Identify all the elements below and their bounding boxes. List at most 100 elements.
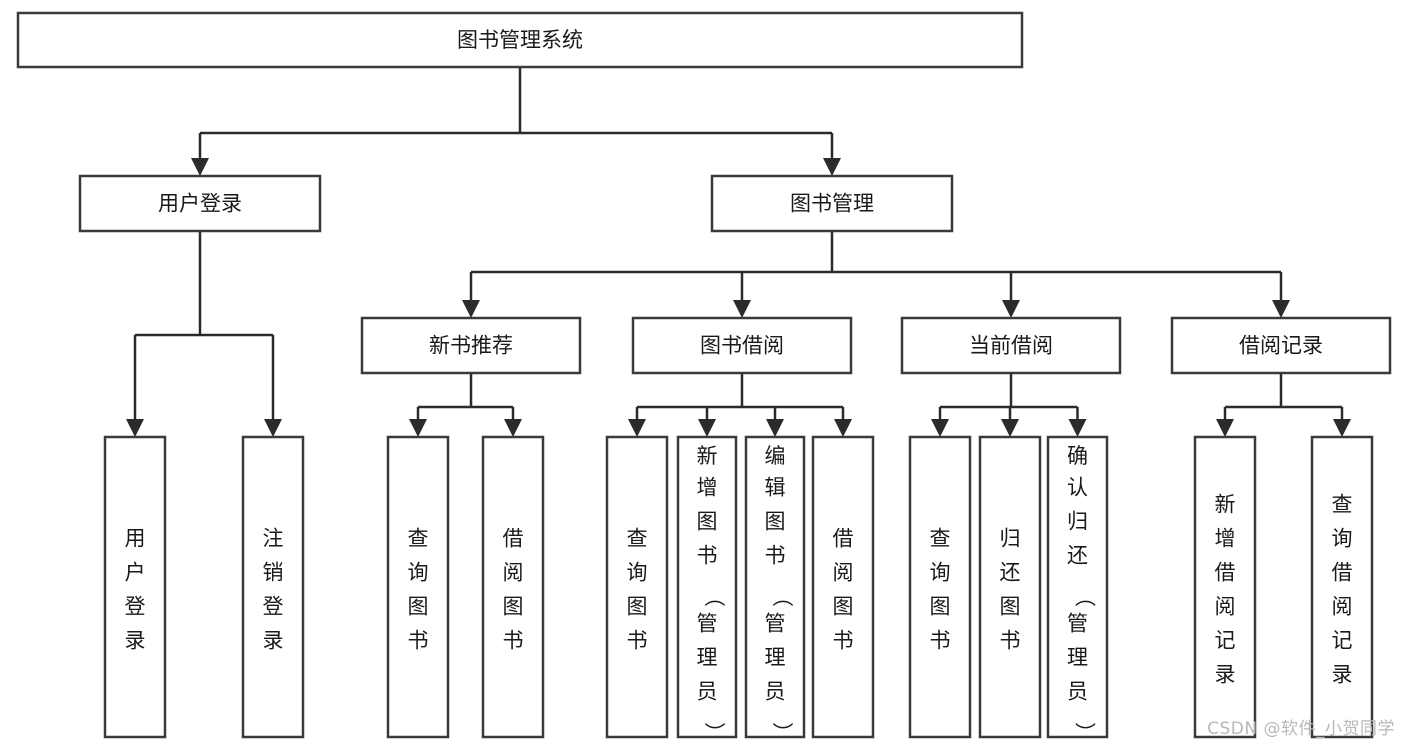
- svg-text:图: 图: [697, 510, 718, 534]
- svg-text:借: 借: [1332, 561, 1353, 585]
- svg-text:询: 询: [1332, 527, 1353, 551]
- svg-text:查: 查: [627, 527, 648, 551]
- svg-text:编: 编: [765, 444, 786, 468]
- node-box-new-book-recommend: [360, 316, 582, 375]
- node-new-book-recommend[interactable]: 新书推荐: [360, 316, 582, 375]
- svg-text:书: 书: [627, 629, 648, 653]
- csdn-watermark: CSDN @软件_小贺同学: [1207, 719, 1395, 739]
- svg-text:销: 销: [263, 561, 284, 585]
- svg-text:借: 借: [503, 527, 524, 551]
- node-label-book-borrow: 图书借阅: [700, 334, 784, 358]
- node-box-leaf-add-book-admin: [676, 435, 738, 739]
- node-box-user-login: [78, 174, 322, 233]
- svg-text:借: 借: [833, 527, 854, 551]
- edge-user-login-leaf-logout-arrowhead: [264, 419, 282, 437]
- svg-text:书: 书: [930, 629, 951, 653]
- edge-current-borrow-leaf-query-book-3-arrowhead: [931, 419, 949, 437]
- node-box-leaf-user-login: [103, 435, 167, 739]
- node-box-borrow-record: [1170, 316, 1392, 375]
- node-label-user-login: 用户登录: [158, 192, 242, 216]
- node-box-book-borrow: [631, 316, 853, 375]
- node-book-manage[interactable]: 图书管理: [710, 174, 954, 233]
- node-box-leaf-query-book-1: [386, 435, 450, 739]
- svg-text:（: （: [702, 586, 726, 607]
- node-box-root: [16, 11, 1024, 69]
- svg-text:确: 确: [1067, 444, 1088, 468]
- svg-text:阅: 阅: [503, 561, 524, 585]
- edge-book-borrow-leaf-query-book-2-arrowhead: [628, 419, 646, 437]
- svg-text:阅: 阅: [1332, 595, 1353, 619]
- svg-text:归: 归: [1000, 527, 1021, 551]
- svg-text:阅: 阅: [1215, 595, 1236, 619]
- edge-book-borrow-leaf-add-book-admin-arrowhead: [698, 419, 716, 437]
- svg-text:图: 图: [408, 595, 429, 619]
- svg-text:增: 增: [697, 476, 718, 500]
- svg-text:图: 图: [1000, 595, 1021, 619]
- node-leaf-user-login[interactable]: 用户登录: [103, 435, 167, 739]
- node-label-book-manage: 图书管理: [790, 192, 874, 216]
- svg-text:阅: 阅: [833, 561, 854, 585]
- node-user-login[interactable]: 用户登录: [78, 174, 322, 233]
- node-box-leaf-query-book-2: [605, 435, 669, 739]
- edge-bm-new-book-recommend-arrowhead: [462, 300, 480, 318]
- svg-text:）: ）: [1073, 722, 1097, 743]
- svg-text:录: 录: [1215, 663, 1236, 687]
- node-root[interactable]: 图书管理系统: [16, 11, 1024, 69]
- edge-book-borrow-leaf-edit-book-admin-arrowhead: [766, 419, 784, 437]
- svg-text:登: 登: [263, 595, 284, 619]
- svg-text:（: （: [1073, 586, 1097, 607]
- svg-text:书: 书: [833, 629, 854, 653]
- svg-text:辑: 辑: [765, 476, 786, 500]
- node-book-borrow[interactable]: 图书借阅: [631, 316, 853, 375]
- node-label-current-borrow: 当前借阅: [969, 334, 1053, 358]
- node-label-leaf-user-login: 用户登录: [125, 527, 146, 653]
- svg-text:归: 归: [1067, 510, 1088, 534]
- svg-text:借: 借: [1215, 561, 1236, 585]
- svg-text:户: 户: [125, 561, 146, 585]
- edge-new-book-recommend-leaf-borrow-book-1-arrowhead: [504, 419, 522, 437]
- svg-text:书: 书: [408, 629, 429, 653]
- node-label-borrow-record: 借阅记录: [1239, 334, 1323, 358]
- node-borrow-record[interactable]: 借阅记录: [1170, 316, 1392, 375]
- svg-text:管: 管: [1067, 612, 1088, 636]
- edge-borrow-record-leaf-query-borrow-record-arrowhead: [1333, 419, 1351, 437]
- edge-current-borrow-leaf-confirm-return-admin-arrowhead: [1068, 419, 1087, 437]
- node-box-leaf-add-borrow-record: [1193, 435, 1257, 739]
- svg-text:认: 认: [1067, 476, 1088, 500]
- svg-text:登: 登: [125, 595, 146, 619]
- node-current-borrow[interactable]: 当前借阅: [900, 316, 1122, 375]
- node-box-leaf-logout: [241, 435, 305, 739]
- svg-text:记: 记: [1215, 629, 1236, 653]
- node-label-new-book-recommend: 新书推荐: [429, 334, 513, 358]
- svg-text:）: ）: [770, 722, 794, 743]
- node-box-leaf-query-borrow-record: [1310, 435, 1374, 739]
- node-box-leaf-edit-book-admin: [744, 435, 806, 739]
- edge-bm-book-borrow-arrowhead: [733, 300, 751, 318]
- svg-text:书: 书: [1000, 629, 1021, 653]
- svg-text:员: 员: [1067, 680, 1088, 704]
- edge-user-login-leaf-user-login-arrowhead: [126, 419, 144, 437]
- svg-text:管: 管: [697, 612, 718, 636]
- svg-text:还: 还: [1067, 544, 1088, 568]
- svg-text:查: 查: [1332, 493, 1353, 517]
- svg-text:（: （: [770, 586, 794, 607]
